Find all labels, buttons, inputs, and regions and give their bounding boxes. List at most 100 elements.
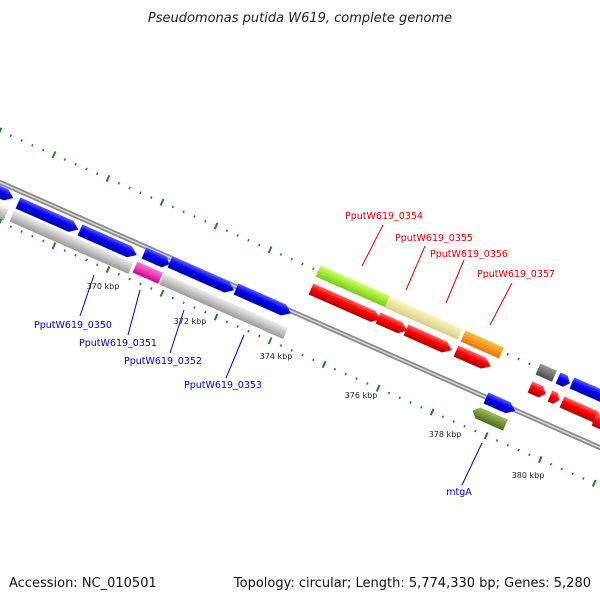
minor-tick-mark <box>193 215 196 218</box>
gene-label-mtgA[interactable]: mtgA <box>446 487 472 498</box>
gene-arrow-plus[interactable] <box>77 224 140 261</box>
gene-bar-magenta[interactable] <box>132 261 164 284</box>
tick-label-378: 378 kbp <box>429 430 462 439</box>
minor-tick-mark <box>95 263 99 267</box>
outer-tick-ring <box>0 127 597 396</box>
gene-labels: PputW619_0350 PputW619_0351 PputW619_035… <box>34 211 555 498</box>
minor-tick-mark <box>85 258 88 262</box>
minor-tick-mark <box>204 219 207 223</box>
gene-label-0353[interactable]: PputW619_0353 <box>184 380 262 391</box>
tick-label-374: 374 kbp <box>260 352 293 361</box>
gene-arrow-minus[interactable] <box>403 324 455 356</box>
minor-tick-mark <box>452 420 455 423</box>
gene-arrow-plus[interactable] <box>555 372 573 389</box>
gene-label-0352[interactable]: PputW619_0352 <box>124 356 202 367</box>
minor-tick-mark <box>290 257 293 261</box>
minor-tick-mark <box>85 167 88 171</box>
tick-label-376: 376 kbp <box>345 391 378 400</box>
minor-tick-mark <box>9 225 13 229</box>
minor-tick-mark <box>387 391 391 395</box>
gene-arrow-minus[interactable] <box>375 312 410 337</box>
tick-label-380: 380 kbp <box>512 471 545 480</box>
minor-tick-mark <box>279 253 283 256</box>
minor-tick-mark <box>20 139 23 142</box>
minor-tick-mark <box>150 196 153 199</box>
minor-tick-mark <box>63 158 67 161</box>
gene-arrow-minus[interactable] <box>308 283 383 326</box>
gene-label-0350[interactable]: PputW619_0350 <box>34 320 112 331</box>
gene-bar-orange[interactable] <box>460 330 504 359</box>
gene-label-0354[interactable]: PputW619_0354 <box>345 211 423 222</box>
tick-label-372: 372 kbp <box>174 317 207 326</box>
gene-bar-grey[interactable] <box>9 210 134 274</box>
minor-tick-mark <box>528 453 531 457</box>
gene-arrow-minus[interactable] <box>527 381 548 400</box>
minor-tick-mark <box>279 344 283 347</box>
major-tick-mark <box>159 198 165 206</box>
minor-tick-mark <box>41 239 45 243</box>
major-tick-mark <box>51 151 57 159</box>
minor-tick-mark <box>355 377 358 381</box>
major-tick-mark <box>0 218 3 225</box>
minor-tick-mark <box>236 234 239 237</box>
minor-tick-mark <box>9 134 13 138</box>
gene-arrow-plus[interactable] <box>483 392 518 417</box>
minor-tick-mark <box>20 230 23 233</box>
gene-label-0355[interactable]: PputW619_0355 <box>395 233 473 244</box>
minor-tick-mark <box>74 253 77 257</box>
minor-tick-mark <box>171 205 175 209</box>
accession-text: Accession: NC_010501 <box>9 576 157 591</box>
gene-arrow-minus[interactable] <box>453 345 494 372</box>
minor-tick-mark <box>441 415 445 419</box>
major-tick-mark <box>267 246 273 254</box>
minor-tick-mark <box>95 172 99 176</box>
gene-label-0356[interactable]: PputW619_0356 <box>430 249 508 260</box>
gene-arrow-plus[interactable] <box>167 256 237 296</box>
gene-arrow-minus[interactable] <box>559 396 600 426</box>
major-tick-mark <box>321 360 327 369</box>
major-tick-mark <box>105 265 111 274</box>
gene-label-0357[interactable]: PputW619_0357 <box>477 269 555 280</box>
gene-bar-darkgrey[interactable] <box>535 363 557 382</box>
major-tick-mark <box>591 479 597 487</box>
gene-bar-grey[interactable] <box>0 204 9 221</box>
major-tick-mark <box>105 174 111 183</box>
genome-summary-text: Topology: circular; Length: 5,774,330 bp… <box>233 576 591 591</box>
minor-tick-mark <box>571 472 574 476</box>
minor-tick-mark <box>290 348 293 352</box>
minor-tick-mark <box>312 267 315 271</box>
gene-arrow-minus[interactable] <box>547 390 562 406</box>
minor-tick-mark <box>506 443 510 447</box>
gene-arrow-olive[interactable] <box>470 405 508 431</box>
minor-tick-mark <box>31 143 34 147</box>
gene-label-0351[interactable]: PputW619_0351 <box>79 338 157 349</box>
gene-features <box>0 184 600 433</box>
minor-tick-mark <box>139 282 142 286</box>
minor-tick-mark <box>63 249 67 252</box>
minor-tick-mark <box>312 358 315 362</box>
gene-arrow-plus[interactable] <box>141 247 172 270</box>
gene-arrow-plus[interactable] <box>15 197 81 236</box>
minor-tick-mark <box>139 191 142 195</box>
gene-bar-grey[interactable] <box>159 273 288 339</box>
minor-tick-mark <box>409 401 412 404</box>
major-tick-mark <box>375 384 381 392</box>
minor-tick-mark <box>258 243 261 247</box>
minor-tick-mark <box>236 325 239 328</box>
gene-bar-khaki[interactable] <box>384 296 463 340</box>
major-tick-mark <box>483 432 489 440</box>
gene-bar-lime[interactable] <box>315 265 390 308</box>
minor-tick-mark <box>344 372 347 376</box>
gene-arrow-plus[interactable] <box>0 184 16 204</box>
minor-tick-mark <box>150 287 153 290</box>
major-tick-mark <box>213 313 219 321</box>
minor-tick-mark <box>225 320 229 324</box>
gene-arrow-minus[interactable] <box>591 414 600 433</box>
minor-tick-mark <box>517 448 520 452</box>
minor-tick-mark <box>333 367 337 371</box>
gene-arrow-plus[interactable] <box>233 283 294 319</box>
gene-arrow-plus[interactable] <box>569 377 600 408</box>
minor-tick-mark <box>517 357 520 361</box>
